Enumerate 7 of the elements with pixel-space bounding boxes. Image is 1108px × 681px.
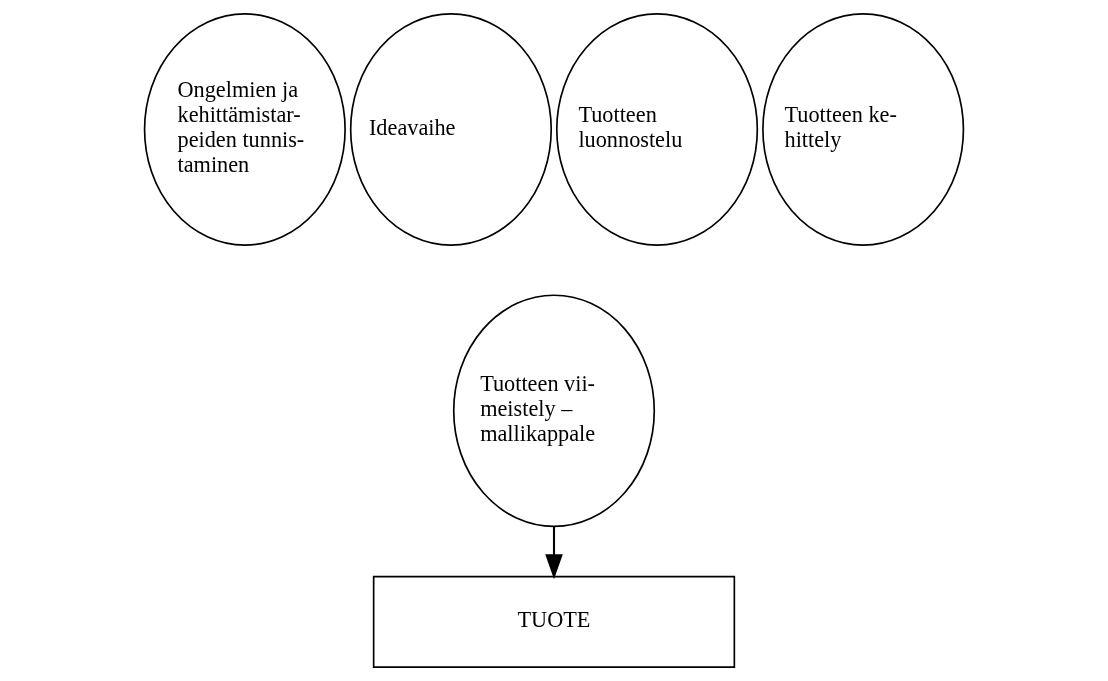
arrow: [545, 526, 563, 580]
node-ellipse: Tuotteen luonnostelu: [555, 13, 759, 246]
node-ellipse: Tuotteen ke- hittely: [762, 13, 965, 246]
node-ellipse: Ongelmien ja kehittämistar- peiden tunnis- taminen: [143, 13, 346, 246]
node-ellipse: Ideavaihe: [349, 13, 553, 246]
node-box: TUOTE: [372, 575, 736, 668]
node-ellipse: Tuotteen vii- meistely – mallikappale: [452, 294, 656, 528]
